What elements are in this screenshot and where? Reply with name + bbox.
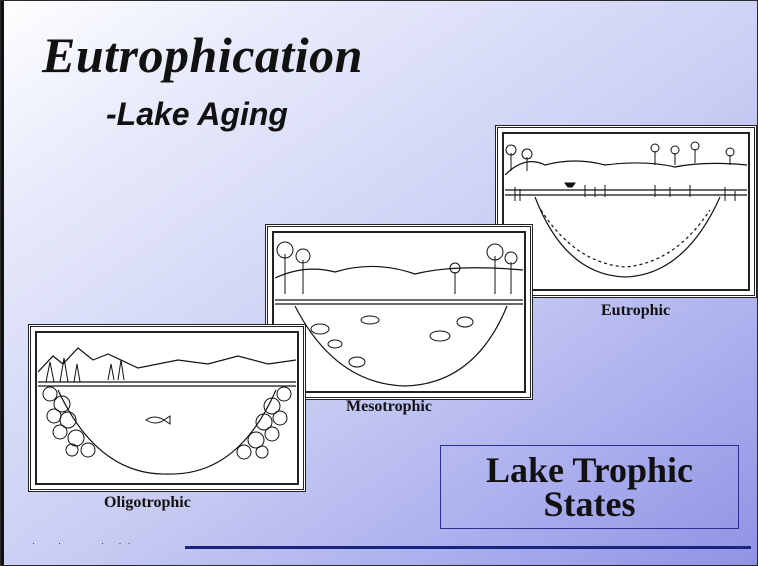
- eutrophic-illustration: [495, 125, 757, 298]
- oligotrophic-illustration: [28, 324, 306, 492]
- lake-trophic-states-line2: States: [544, 487, 636, 521]
- eutrophic-lake-drawing: [505, 135, 747, 288]
- bottom-accent-line: [185, 546, 751, 549]
- slide-subtitle: -Lake Aging: [106, 96, 288, 133]
- lake-trophic-states-box: Lake Trophic States: [440, 445, 739, 529]
- lake-trophic-states-line1: Lake Trophic: [486, 453, 693, 487]
- slide-left-edge: [0, 0, 4, 566]
- oligotrophic-lake-drawing: [38, 334, 296, 482]
- mesotrophic-label: Mesotrophic: [346, 398, 432, 416]
- oligotrophic-label: Oligotrophic: [104, 494, 191, 512]
- mesotrophic-lake-drawing: [275, 234, 523, 390]
- eutrophic-label: Eutrophic: [601, 302, 670, 320]
- slide-title: Eutrophication: [42, 26, 363, 84]
- decorative-dots: · · · ··: [32, 538, 137, 548]
